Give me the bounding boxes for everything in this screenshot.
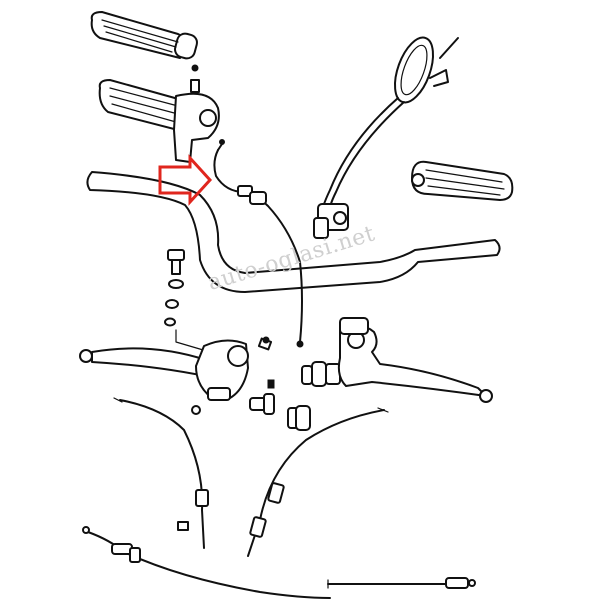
- cable-adjusters: [249, 379, 311, 431]
- right-grip: [411, 160, 514, 201]
- brake-cable: [247, 407, 476, 589]
- rear-view-mirror: [313, 36, 459, 239]
- left-grip-spare: [90, 11, 198, 60]
- highlight-arrow: [158, 154, 213, 206]
- clutch-cable: [82, 397, 331, 599]
- clutch-lever: [79, 336, 273, 415]
- throttle-cable-short: [213, 139, 304, 348]
- clutch-pivot-bolt-stack: [164, 249, 211, 353]
- brake-lever: [301, 317, 493, 403]
- throttle-grip: [98, 64, 220, 163]
